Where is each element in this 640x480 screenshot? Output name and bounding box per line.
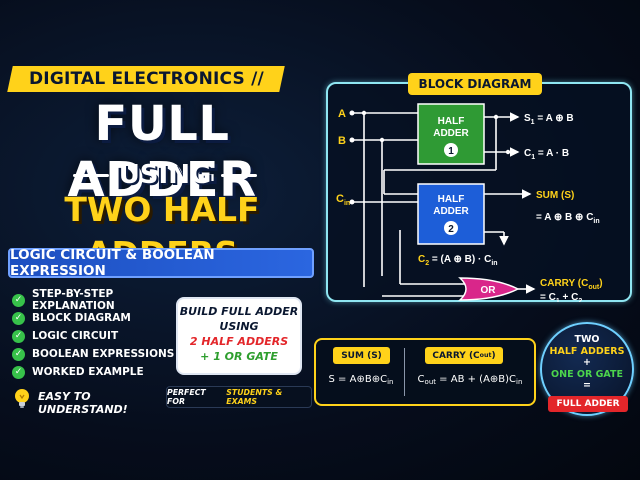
using-label: USING [118,160,212,190]
summary-line-3: + [583,357,591,368]
sum-output-label: SUM (S) [536,190,574,201]
ha2-number: 2 [448,224,454,235]
feature-item: ✓ LOGIC CIRCUIT [12,327,182,345]
ha1-line-2: ADDER [433,128,469,139]
check-icon: ✓ [12,293,25,307]
audience-highlight: STUDENTS & EXAMS [226,388,283,406]
or-gate-label: OR [481,285,497,296]
using-right-line [221,173,258,177]
formula-divider [404,348,405,396]
sum-output-expr: = A ⊕ B ⊕ Cin [536,212,600,225]
junction-dots [349,110,511,205]
feature-label: LOGIC CIRCUIT [32,330,119,342]
build-line-3: 2 HALF ADDERS [189,335,289,348]
input-a-label: A [338,108,346,120]
build-line-1: BUILD FULL ADDER [179,305,299,318]
subtitle-banner: LOGIC CIRCUIT & BOOLEAN EXPRESSION [8,247,314,279]
c2-output-label: C2 = (A ⊕ B) · Cin [418,254,498,267]
topic-label: DIGITAL ELECTRONICS // [28,69,264,89]
feature-item: ✓ BOOLEAN EXPRESSIONS [12,345,182,363]
circuit-wires [352,112,536,297]
feature-label: WORKED EXAMPLE [32,366,144,378]
carry-output-expr: = C1 + C2 [540,292,582,302]
build-line-2: USING [219,320,259,333]
sum-formula-expr: S = A⊕B⊕Cin [328,374,394,386]
ha1-number: 1 [448,146,454,157]
using-left-line [72,173,109,177]
build-callout: BUILD FULL ADDER USING 2 HALF ADDERS + 1… [176,297,302,375]
easy-label: EASY TO UNDERSTAND! [38,390,128,416]
or-gate [458,277,520,301]
check-icon: ✓ [12,365,25,379]
summary-result: FULL ADDER [548,396,628,412]
topic-banner: DIGITAL ELECTRONICS // [7,66,285,92]
ha1-line-1: HALF [438,116,465,127]
input-cin-label: Cin [336,193,350,207]
audience-badge: PERFECT FOR STUDENTS & EXAMS [166,386,312,408]
audience-prefix: PERFECT FOR [167,388,206,406]
lightbulb-icon [15,389,29,408]
summary-line-2: HALF ADDERS [549,345,625,357]
using-row: USING [40,159,290,191]
feature-label: BOOLEAN EXPRESSIONS [32,348,175,360]
feature-list: ✓ STEP-BY-STEP EXPLANATION ✓ BLOCK DIAGR… [12,288,182,381]
carry-output-label: CARRY (Cout) [540,278,603,291]
check-icon: ✓ [12,347,25,361]
feature-label: BLOCK DIAGRAM [32,312,131,324]
subtitle-label: LOGIC CIRCUIT & BOOLEAN EXPRESSION [10,247,215,279]
summary-line-4: ONE OR GATE [551,368,623,380]
feature-item: ✓ WORKED EXAMPLE [12,363,182,381]
s1-output-label: S1 = A ⊕ B [524,113,574,126]
check-icon: ✓ [12,329,25,343]
carry-formula-expr: Cout = AB + (A⊕B)Cin [417,374,523,386]
feature-item: ✓ BLOCK DIAGRAM [12,309,182,327]
ha2-line-2: ADDER [433,206,469,217]
ha2-number-badge [444,221,458,235]
summary-line-5: = [583,380,591,391]
input-b-label: B [338,135,346,147]
ha1-number-badge [444,143,458,157]
feature-item: ✓ STEP-BY-STEP EXPLANATION [12,288,182,312]
main-title: FULL ADDER [67,96,257,208]
c1-output-label: C1 = A · B [524,148,569,161]
summary-line-1: TWO [574,334,600,345]
feature-label: STEP-BY-STEP EXPLANATION [32,288,115,312]
sum-formula-title: SUM (S) [333,347,390,364]
circuit-diagram: A B Cin HALF ADDER 1 HALF ADDER 2 S1 = A… [336,103,603,302]
build-line-4: + 1 OR GATE [200,350,278,363]
block-diagram-title: BLOCK DIAGRAM [408,73,542,95]
check-icon: ✓ [12,311,25,325]
ha2-line-1: HALF [438,194,465,205]
